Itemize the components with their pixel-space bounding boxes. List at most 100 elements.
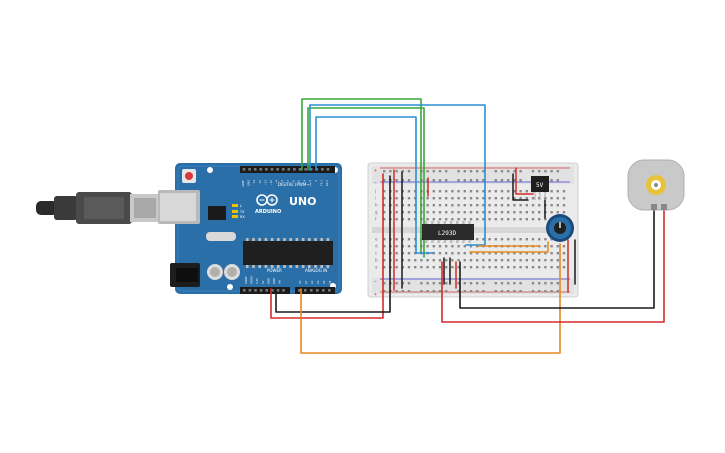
breadboard-hole[interactable] xyxy=(426,259,429,262)
breadboard-hole[interactable] xyxy=(395,238,398,241)
breadboard-hole[interactable] xyxy=(538,259,541,262)
breadboard-hole[interactable] xyxy=(432,179,435,182)
header-pin[interactable] xyxy=(253,168,257,171)
breadboard-hole[interactable] xyxy=(457,170,460,173)
breadboard-hole[interactable] xyxy=(469,170,473,173)
breadboard-hole[interactable] xyxy=(544,266,547,269)
breadboard-hole[interactable] xyxy=(426,197,429,200)
breadboard-hole[interactable] xyxy=(407,170,411,173)
breadboard-hole[interactable] xyxy=(438,259,442,262)
breadboard-hole[interactable] xyxy=(507,252,510,255)
breadboard-hole[interactable] xyxy=(401,170,404,173)
breadboard-hole[interactable] xyxy=(395,197,398,200)
breadboard-hole[interactable] xyxy=(507,197,510,200)
power-header[interactable] xyxy=(240,287,290,294)
breadboard-hole[interactable] xyxy=(513,282,516,285)
breadboard-hole[interactable] xyxy=(519,282,522,285)
breadboard-hole[interactable] xyxy=(407,266,411,269)
breadboard-hole[interactable] xyxy=(531,259,535,262)
breadboard-hole[interactable] xyxy=(500,218,504,221)
breadboard-hole[interactable] xyxy=(488,259,491,262)
breadboard-hole[interactable] xyxy=(414,266,417,269)
breadboard-hole[interactable] xyxy=(482,266,485,269)
breadboard-hole[interactable] xyxy=(432,218,435,221)
header-pin[interactable] xyxy=(265,289,268,292)
breadboard-hole[interactable] xyxy=(513,259,516,262)
breadboard-hole[interactable] xyxy=(562,259,566,262)
breadboard-hole[interactable] xyxy=(482,218,485,221)
breadboard-hole[interactable] xyxy=(401,197,404,200)
breadboard-hole[interactable] xyxy=(389,170,392,173)
breadboard-hole[interactable] xyxy=(494,211,497,214)
breadboard-hole[interactable] xyxy=(476,290,479,293)
breadboard-hole[interactable] xyxy=(488,211,491,214)
breadboard-hole[interactable] xyxy=(469,259,473,262)
breadboard-hole[interactable] xyxy=(469,266,473,269)
breadboard-hole[interactable] xyxy=(407,282,411,285)
breadboard-hole[interactable] xyxy=(494,259,497,262)
breadboard-hole[interactable] xyxy=(525,204,528,207)
breadboard-hole[interactable] xyxy=(482,282,485,285)
breadboard-hole[interactable] xyxy=(383,290,386,293)
breadboard-hole[interactable] xyxy=(488,238,491,241)
breadboard-hole[interactable] xyxy=(401,266,404,269)
breadboard-hole[interactable] xyxy=(513,204,516,207)
header-pin[interactable] xyxy=(328,289,331,292)
breadboard-hole[interactable] xyxy=(451,266,454,269)
breadboard-hole[interactable] xyxy=(457,252,460,255)
breadboard-hole[interactable] xyxy=(513,290,516,293)
breadboard-hole[interactable] xyxy=(544,170,547,173)
breadboard-hole[interactable] xyxy=(531,218,535,221)
breadboard-hole[interactable] xyxy=(500,190,504,193)
breadboard-hole[interactable] xyxy=(488,252,491,255)
breadboard-hole[interactable] xyxy=(383,204,386,207)
breadboard-hole[interactable] xyxy=(513,190,516,193)
breadboard-hole[interactable] xyxy=(550,290,553,293)
breadboard-hole[interactable] xyxy=(562,190,566,193)
breadboard-hole[interactable] xyxy=(451,252,454,255)
breadboard-hole[interactable] xyxy=(395,170,398,173)
breadboard-hole[interactable] xyxy=(550,197,553,200)
header-pin[interactable] xyxy=(271,289,274,292)
potentiometer[interactable] xyxy=(546,214,574,242)
breadboard-hole[interactable] xyxy=(494,204,497,207)
breadboard-hole[interactable] xyxy=(507,290,510,293)
breadboard-hole[interactable] xyxy=(476,282,479,285)
breadboard-hole[interactable] xyxy=(451,197,454,200)
breadboard-hole[interactable] xyxy=(469,245,473,248)
breadboard-hole[interactable] xyxy=(383,238,386,241)
breadboard-hole[interactable] xyxy=(531,252,535,255)
wire-black[interactable] xyxy=(459,209,655,309)
header-pin[interactable] xyxy=(316,289,319,292)
breadboard-hole[interactable] xyxy=(507,266,510,269)
breadboard-hole[interactable] xyxy=(476,238,479,241)
breadboard-hole[interactable] xyxy=(445,211,448,214)
breadboard-hole[interactable] xyxy=(451,245,454,248)
breadboard-hole[interactable] xyxy=(383,245,386,248)
breadboard-hole[interactable] xyxy=(432,211,435,214)
breadboard-hole[interactable] xyxy=(488,218,491,221)
breadboard-hole[interactable] xyxy=(519,179,522,182)
breadboard-hole[interactable] xyxy=(457,282,460,285)
breadboard-hole[interactable] xyxy=(550,179,553,182)
header-pin[interactable] xyxy=(326,168,330,171)
header-pin[interactable] xyxy=(248,168,251,171)
breadboard-hole[interactable] xyxy=(562,245,566,248)
breadboard-hole[interactable] xyxy=(445,290,448,293)
breadboard-hole[interactable] xyxy=(407,252,411,255)
wire-red[interactable] xyxy=(515,167,534,195)
breadboard-hole[interactable] xyxy=(556,204,559,207)
breadboard-hole[interactable] xyxy=(531,290,535,293)
breadboard-hole[interactable] xyxy=(457,211,460,214)
breadboard-hole[interactable] xyxy=(426,290,429,293)
breadboard-hole[interactable] xyxy=(383,197,386,200)
breadboard-hole[interactable] xyxy=(469,211,473,214)
breadboard-hole[interactable] xyxy=(407,179,411,182)
wire-red[interactable] xyxy=(441,209,665,323)
breadboard-hole[interactable] xyxy=(550,259,553,262)
breadboard-hole[interactable] xyxy=(556,290,559,293)
breadboard-hole[interactable] xyxy=(463,197,466,200)
breadboard-hole[interactable] xyxy=(476,204,479,207)
breadboard-hole[interactable] xyxy=(420,266,423,269)
